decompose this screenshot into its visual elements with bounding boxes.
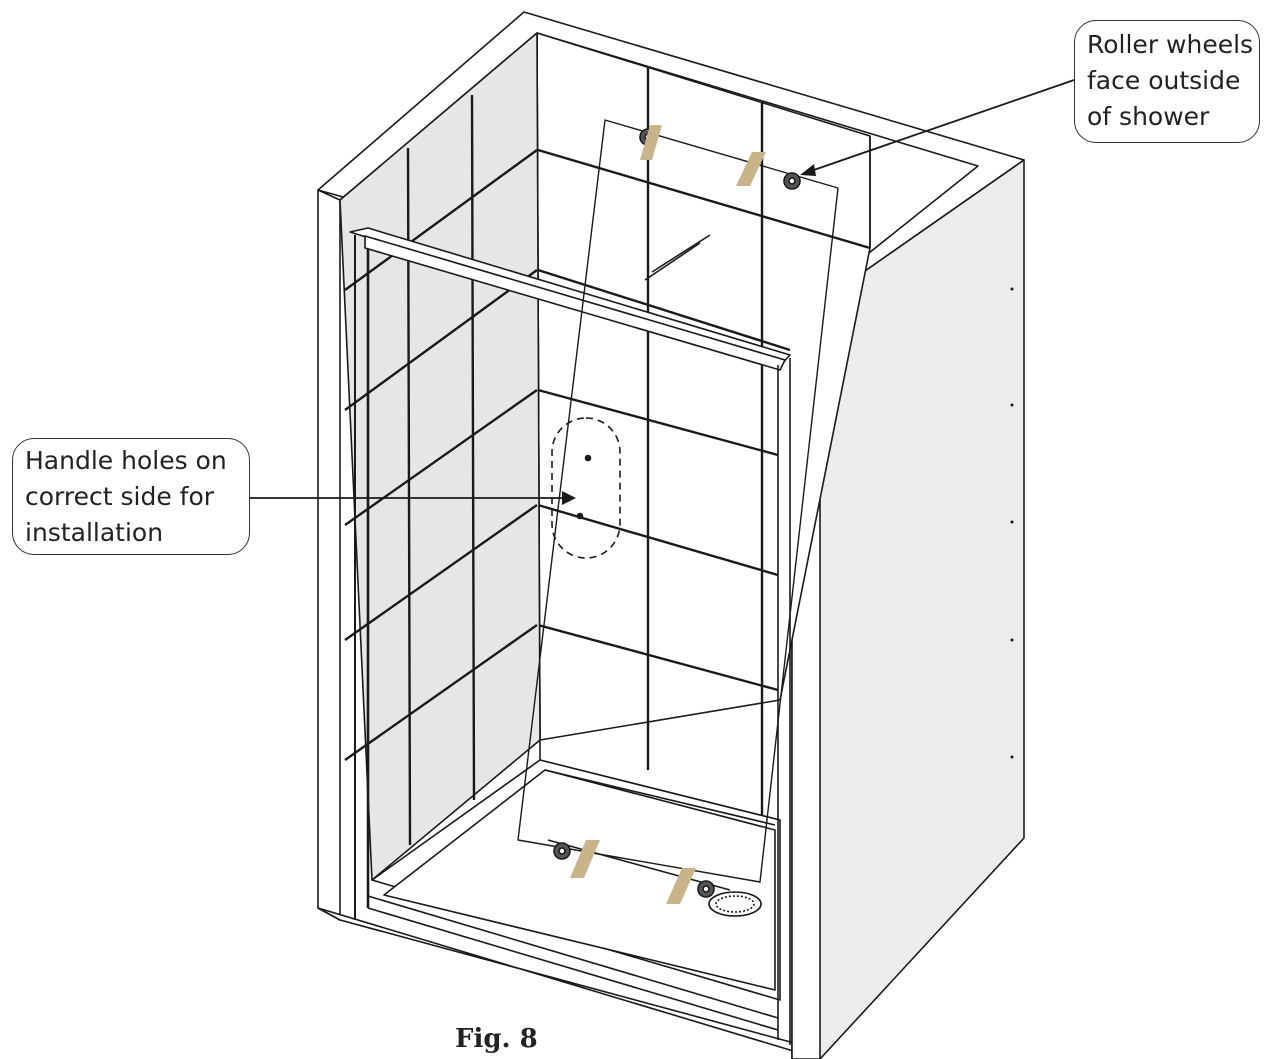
callout-roller-wheels: Roller wheels face outside of shower — [1074, 20, 1260, 143]
shower-base — [371, 740, 781, 1001]
callout-handle-line-1: Handle holes on — [25, 446, 227, 475]
figure-caption: Fig. 8 — [455, 1024, 538, 1054]
door-frame — [349, 227, 791, 1045]
callout-handle-holes: Handle holes on correct side for install… — [12, 438, 250, 555]
wall-screws — [1010, 287, 1014, 759]
back-wall — [536, 32, 871, 820]
handle-holes-area — [551, 417, 621, 559]
leader-arrows — [250, 79, 1075, 505]
bottom-roller-wheels — [553, 840, 762, 917]
callout-handle-line-2: correct side for — [25, 482, 215, 511]
top-roller-wheels — [639, 125, 801, 190]
callout-roller-line-2: face outside — [1087, 66, 1241, 95]
callout-handle-line-3: installation — [25, 518, 164, 547]
callout-roller-line-3: of shower — [1087, 102, 1210, 131]
callout-roller-line-1: Roller wheels — [1087, 30, 1254, 59]
glass-door-panel — [517, 119, 839, 891]
